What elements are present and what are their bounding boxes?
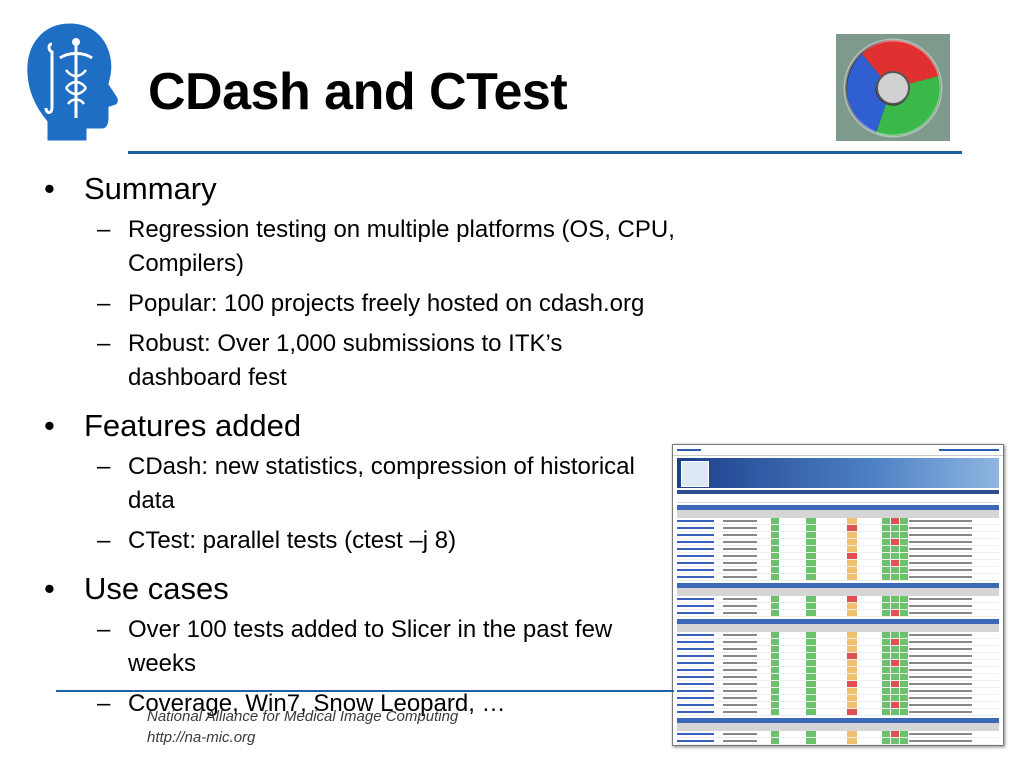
sub-bullet-text: Popular: 100 projects freely hosted on c… [128,290,645,317]
thumb-navbar [677,490,999,494]
thumb-table-row [677,553,999,560]
thumb-table-row [677,660,999,667]
thumb-section-header [677,619,999,624]
bullet-dot: • [44,571,55,606]
dash-marker: – [97,527,111,554]
sub-bullet: – Over 100 tests added to Slicer in the … [40,613,628,681]
thumb-table-row [677,639,999,646]
thumb-column-header [677,723,999,731]
namic-logo-icon [24,20,121,144]
cdash-dashboard-thumbnail [672,444,1004,746]
thumb-table-row [677,674,999,681]
bullet-dot: • [44,171,55,206]
thumb-table-row [677,546,999,553]
sub-bullet-text: Over 100 tests added to Slicer in the pa… [128,616,613,677]
thumb-table-row [677,560,999,567]
bullet-summary: • Summary [40,170,680,207]
thumb-table-row [677,695,999,702]
thumb-table-row [677,610,999,617]
dash-marker: – [97,690,111,717]
thumb-table-row [677,632,999,639]
thumb-table-row [677,574,999,581]
sub-bullet-text: CTest: parallel tests (ctest –j 8) [128,527,457,554]
bullet-list: • Summary – Regression testing on multip… [40,170,680,721]
footer-org: National Alliance for Medical Image Comp… [147,708,459,725]
thumb-table-row [677,532,999,539]
bullet-features-added: • Features added [40,407,680,444]
thumb-table-row [677,567,999,574]
dash-marker: – [97,616,111,643]
dash-marker: – [97,330,111,357]
sub-bullet-text: Robust: Over 1,000 submissions to ITK’s … [128,330,563,391]
thumb-topbar [673,445,1003,456]
sub-bullet: – Regression testing on multiple platfor… [40,213,680,281]
thumb-table-row [677,738,999,745]
bullet-label: Features added [84,408,302,443]
sub-bullet: – Coverage, Win7, Snow Leopard, … [40,687,680,721]
dash-marker: – [97,453,111,480]
sub-bullet-text: Coverage, Win7, Snow Leopard, … [128,690,506,717]
thumb-section-header [677,718,999,723]
thumb-table-row [677,709,999,716]
thumb-address-row [677,496,999,503]
title-divider [128,151,962,154]
bullet-dot: • [44,408,55,443]
thumb-banner-logo [681,461,709,487]
thumb-table-row [677,539,999,546]
thumb-table-row [677,518,999,525]
thumb-table-body [673,505,1003,746]
sub-bullet-text: Regression testing on multiple platforms… [128,216,675,277]
thumb-banner [677,458,999,488]
bullet-label: Use cases [84,571,229,606]
thumb-table-row [677,525,999,532]
thumb-column-header [677,510,999,518]
thumb-table-row [677,653,999,660]
sub-bullet: – CTest: parallel tests (ctest –j 8) [40,524,680,558]
thumb-table-row [677,731,999,738]
thumb-table-row [677,702,999,709]
bullet-use-cases: • Use cases [40,570,680,607]
dash-marker: – [97,290,111,317]
sub-bullet: – Robust: Over 1,000 submissions to ITK’… [40,327,680,395]
thumb-table-row [677,603,999,610]
sub-bullet: – CDash: new statistics, compression of … [40,450,680,518]
thumb-section-header [677,583,999,588]
thumb-section-header [677,505,999,510]
footer-url: http://na-mic.org [147,729,256,746]
slide-title: CDash and CTest [148,63,568,121]
dash-marker: – [97,216,111,243]
footer-divider [56,690,674,692]
cdash-ring-logo-icon [836,34,950,141]
thumb-table-row [677,596,999,603]
thumb-table-row [677,667,999,674]
thumb-column-header [677,624,999,632]
sub-bullet-text: CDash: new statistics, compression of hi… [128,453,635,514]
thumb-table-row [677,681,999,688]
bullet-label: Summary [84,171,217,206]
footer: National Alliance for Medical Image Comp… [147,706,458,748]
thumb-table-row [677,688,999,695]
thumb-table-row [677,745,999,746]
thumb-column-header [677,588,999,596]
sub-bullet: – Popular: 100 projects freely hosted on… [40,287,680,321]
thumb-table-row [677,646,999,653]
